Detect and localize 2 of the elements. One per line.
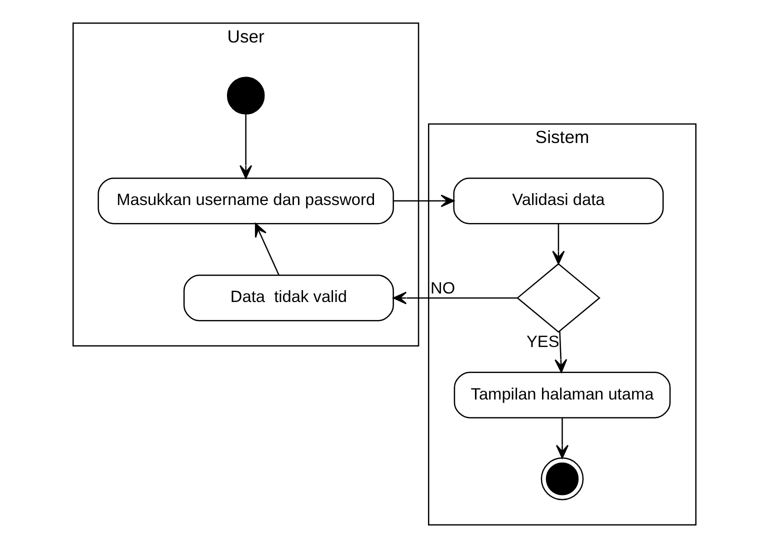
edge-label: NO (430, 279, 456, 298)
edge-label: YES (526, 332, 560, 351)
